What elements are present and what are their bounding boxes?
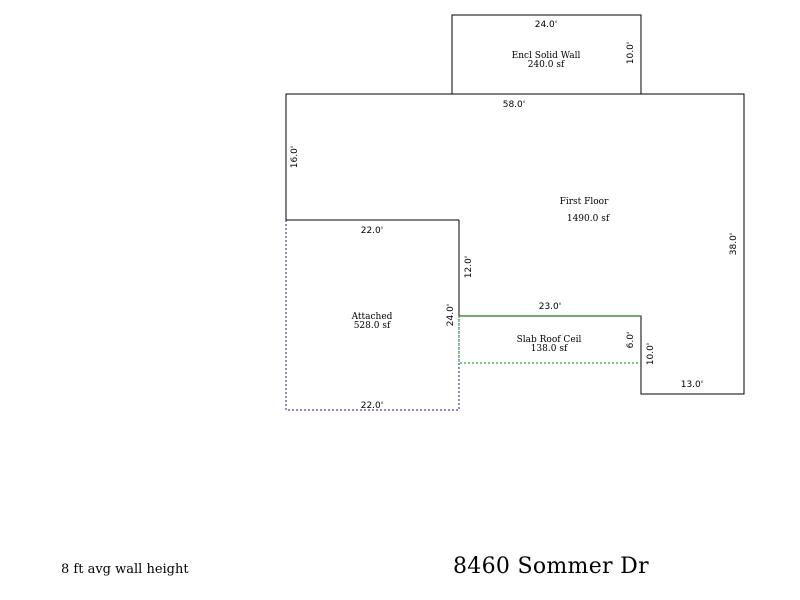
slab-roof-ceil-name: Slab Roof Ceil [517,335,582,345]
first-floor-size: 1490.0 sf [567,214,610,224]
first-floor-left-dimension: 16.0' [290,146,300,169]
first-floor-top-dimension: 58.0' [503,100,526,110]
wall-height-note: 8 ft avg wall height [61,562,189,577]
notch-right-dimension: 10.0' [646,343,656,366]
slab-top-dimension: 23.0' [539,302,562,312]
slab-roof-ceil-size: 138.0 sf [531,344,568,354]
property-address: 8460 Sommer Dr [453,554,649,579]
encl-solid-wall-size: 240.0 sf [528,60,565,70]
encl-top-dimension: 24.0' [535,20,558,30]
encl-right-dimension: 10.0' [626,42,636,65]
first-floor-outline [285,93,745,395]
first-floor-name: First Floor [560,197,609,207]
attached-outline-dashed [285,220,460,411]
first-floor-right-dimension: 38.0' [729,233,739,256]
slab-roof-ceil-outline-dashed [458,316,641,364]
attached-right-dimension: 24.0' [446,304,456,327]
slab-right-dimension: 6.0' [626,332,636,349]
encl-solid-wall-name: Encl Solid Wall [512,51,581,61]
attached-name: Attached [351,312,393,322]
first-floor-bottom-right-dimension: 13.0' [681,380,704,390]
attached-bottom-dimension: 22.0' [361,401,384,411]
attached-top-dimension: 22.0' [361,226,384,236]
attached-size: 528.0 sf [354,321,391,331]
attached-right-upper-dimension: 12.0' [464,256,474,279]
